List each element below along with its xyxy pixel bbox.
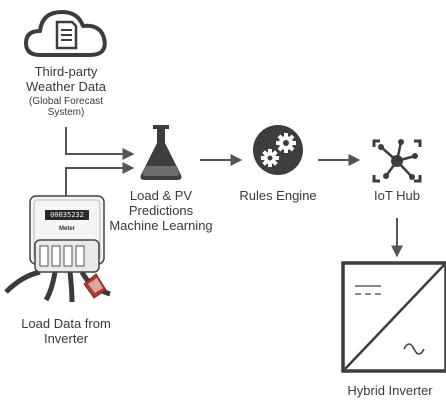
plug-icon [83,273,107,299]
weather-label-line4: System) [47,107,85,118]
gears-icon [253,125,303,175]
predictions-label-line2: Predictions [128,203,194,218]
predictions-label-line3: Machine Learning [109,218,213,233]
rules-engine-label: Rules Engine [239,188,317,203]
weather-label-line2: Weather Data [26,79,106,94]
weather-label-line3: (Global Forecast [29,96,103,107]
arrow-weather-to-predictions [65,127,135,160]
weather-sublabel: (Global Forecast System) [8,96,124,118]
arrow-meter-to-predictions [65,162,135,196]
load-data-label-line2: Inverter [43,331,89,346]
predictions-label: Load & PV Predictions Machine Learning [101,188,221,233]
electric-meter-icon [4,195,111,303]
load-data-label: Load Data from Inverter [4,316,128,346]
meter-display: 00035232 [50,211,84,219]
weather-label-line1: Third-party [34,64,98,79]
predictions-label-line1: Load & PV [129,188,193,203]
flask-icon [140,125,182,180]
inverter-icon [341,261,446,373]
hub-network-icon [372,139,422,183]
cloud-document-icon [24,10,107,57]
hybrid-inverter-label: Hybrid Inverter [347,383,433,398]
meter-label: Meter [58,226,75,232]
weather-label: Third-party Weather Data [8,64,124,94]
load-data-label-line1: Load Data from [21,316,111,331]
connector-arrows [65,127,403,258]
iot-hub-label: IoT Hub [373,188,420,203]
